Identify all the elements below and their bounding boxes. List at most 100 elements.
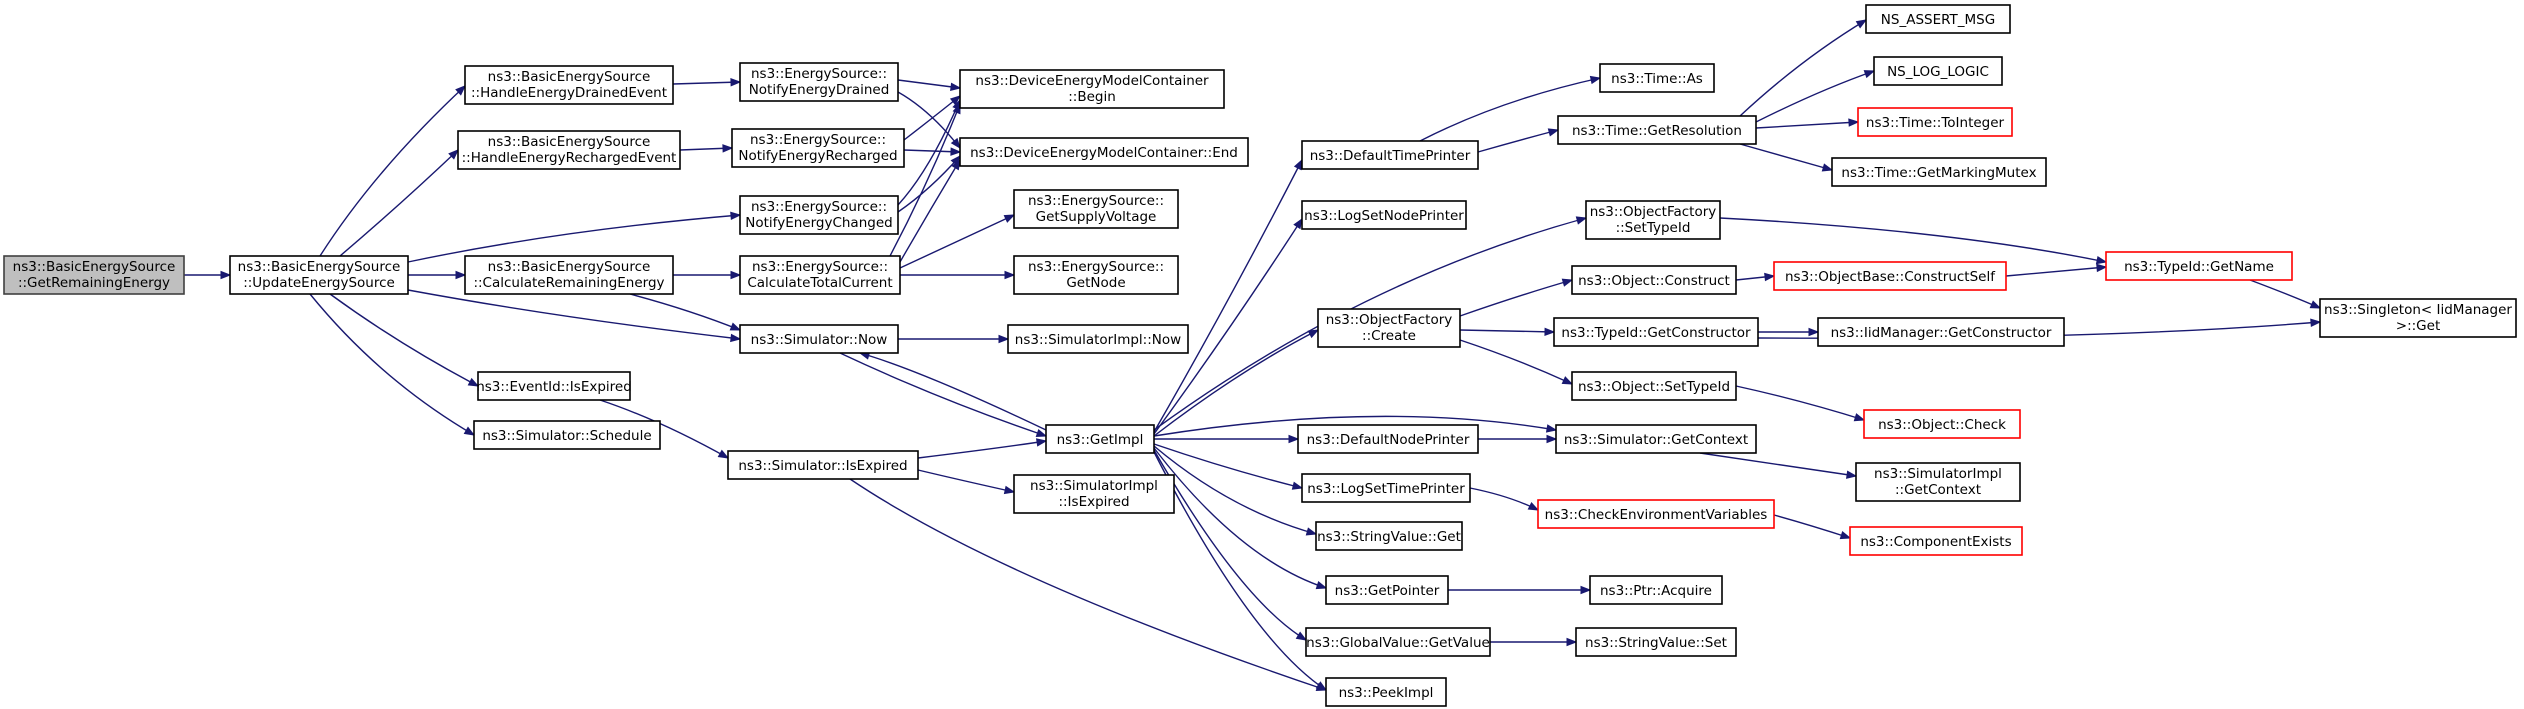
node-ochk[interactable]: ns3::Object::Check	[1863, 409, 2021, 439]
node-gnode[interactable]: ns3::EnergySource::GetNode	[1013, 255, 1179, 295]
node-obcs[interactable]: ns3::ObjectBase::ConstructSelf	[1773, 261, 2007, 291]
node-svget[interactable]: ns3::StringValue::Get	[1315, 521, 1463, 551]
node-lstp[interactable]: ns3::LogSetTimePrinter	[1301, 473, 1471, 503]
edge-getimpl-to-peek	[1153, 451, 1327, 691]
node-pacq[interactable]: ns3::Ptr::Acquire	[1589, 575, 1723, 605]
node-sinow[interactable]: ns3::SimulatorImpl::Now	[1007, 324, 1189, 354]
node-box	[739, 62, 899, 102]
node-svset[interactable]: ns3::StringValue::Set	[1575, 627, 1737, 657]
node-box	[1599, 63, 1715, 93]
edge-sie-to-siie	[917, 469, 1015, 493]
node-label: ns3::TypeId::GetName	[2124, 259, 2274, 275]
node-label: NS_LOG_LOGIC	[1887, 64, 1989, 80]
node-box	[1863, 409, 2021, 439]
node-ctc[interactable]: ns3::EnergySource::CalculateTotalCurrent	[739, 255, 901, 295]
node-label: ns3::EnergySource::	[1028, 259, 1164, 275]
edge-getimpl-to-sgc	[1153, 415, 1557, 437]
node-box	[1571, 265, 1737, 295]
arrowhead	[1863, 70, 1876, 79]
arrowhead	[1561, 278, 1574, 287]
node-nec[interactable]: ns3::EnergySource::NotifyEnergyChanged	[739, 195, 899, 235]
node-ofst[interactable]: ns3::ObjectFactory::SetTypeId	[1585, 200, 1721, 240]
node-label: NS_ASSERT_MSG	[1881, 12, 1995, 28]
edge-nec-to-dend	[897, 155, 961, 213]
node-label: ns3::DeviceEnergyModelContainer	[975, 73, 1209, 89]
node-label: ::GetRemainingEnergy	[18, 275, 170, 291]
node-dtp[interactable]: ns3::DefaultTimePrinter	[1301, 140, 1479, 170]
node-ssch[interactable]: ns3::Simulator::Schedule	[473, 420, 661, 450]
node-tgc[interactable]: ns3::TypeId::GetConstructor	[1553, 317, 1759, 347]
node-sigc[interactable]: ns3::SimulatorImpl::GetContext	[1855, 462, 2021, 502]
arrowhead	[1546, 434, 1558, 444]
edge-nec-to-dbeg	[897, 99, 961, 206]
node-ost[interactable]: ns3::Object::SetTypeId	[1571, 371, 1737, 401]
node-label: ns3::BasicEnergySource	[488, 69, 651, 85]
node-gptr[interactable]: ns3::GetPointer	[1325, 575, 1449, 605]
arrowhead	[730, 270, 742, 280]
arrowhead	[1580, 585, 1592, 595]
node-eie[interactable]: ns3::EventId::IsExpired	[476, 371, 632, 401]
node-ues[interactable]: ns3::BasicEnergySource::UpdateEnergySour…	[229, 255, 409, 295]
node-getimpl[interactable]: ns3::GetImpl	[1045, 424, 1155, 454]
node-box	[1831, 157, 2047, 187]
node-gsv[interactable]: ns3::EnergySource::GetSupplyVoltage	[1013, 189, 1179, 229]
arrowhead	[1003, 214, 1016, 223]
node-her[interactable]: ns3::BasicEnergySource::HandleEnergyRech…	[457, 130, 681, 170]
edge-hed-to-ned	[672, 81, 741, 85]
node-box	[229, 255, 409, 295]
node-hed[interactable]: ns3::BasicEnergySource::HandleEnergyDrai…	[464, 65, 674, 105]
node-box	[1007, 324, 1189, 354]
node-sing[interactable]: ns3::Singleton< IidManager >::Get	[2319, 298, 2517, 338]
node-box	[731, 128, 905, 168]
node-label: >::Get	[2396, 318, 2440, 334]
node-box	[739, 255, 901, 295]
node-box	[1297, 424, 1479, 454]
node-siie[interactable]: ns3::SimulatorImpl::IsExpired	[1013, 474, 1175, 514]
arrowhead	[730, 78, 742, 87]
node-tgn[interactable]: ns3::TypeId::GetName	[2105, 251, 2293, 281]
edge-ost-to-ochk	[1735, 385, 1865, 421]
node-cev[interactable]: ns3::CheckEnvironmentVariables	[1537, 499, 1775, 529]
node-gvgv[interactable]: ns3::GlobalValue::GetValue	[1305, 627, 1491, 657]
node-ofc[interactable]: ns3::ObjectFactory::Create	[1317, 308, 1461, 348]
node-dnp[interactable]: ns3::DefaultNodePrinter	[1297, 424, 1479, 454]
arrowhead	[730, 211, 742, 221]
node-box	[1013, 189, 1179, 229]
edge-ues-to-snow	[407, 289, 741, 340]
arrowhead	[949, 95, 962, 106]
node-ner[interactable]: ns3::EnergySource::NotifyEnergyRecharged	[731, 128, 905, 168]
edge-tgr-to-tti	[1755, 121, 1859, 129]
node-box	[464, 255, 674, 295]
node-label: ns3::Singleton< IidManager	[2324, 302, 2512, 318]
node-dbeg[interactable]: ns3::DeviceEnergyModelContainer::Begin	[959, 69, 1225, 109]
node-tas[interactable]: ns3::Time::As	[1599, 63, 1715, 93]
node-nam[interactable]: NS_ASSERT_MSG	[1865, 4, 2011, 34]
node-tgmm[interactable]: ns3::Time::GetMarkingMutex	[1831, 157, 2047, 187]
node-root[interactable]: ns3::BasicEnergySource::GetRemainingEner…	[3, 255, 185, 295]
node-label: ns3::TypeId::GetConstructor	[1561, 325, 1751, 341]
node-cre[interactable]: ns3::BasicEnergySource::CalculateRemaini…	[464, 255, 674, 295]
node-snow[interactable]: ns3::Simulator::Now	[739, 324, 899, 354]
node-ocon[interactable]: ns3::Object::Construct	[1571, 265, 1737, 295]
node-box	[1013, 474, 1175, 514]
node-sgc[interactable]: ns3::Simulator::GetContext	[1555, 424, 1757, 454]
node-label: ::HandleEnergyRechargedEvent	[462, 150, 677, 166]
node-dend[interactable]: ns3::DeviceEnergyModelContainer::End	[959, 137, 1249, 167]
node-imgc[interactable]: ns3::IidManager::GetConstructor	[1817, 317, 2065, 347]
node-box	[1773, 261, 2007, 291]
node-lsnp[interactable]: ns3::LogSetNodePrinter	[1301, 200, 1467, 230]
node-box	[1301, 200, 1467, 230]
node-box	[1589, 575, 1723, 605]
node-tti[interactable]: ns3::Time::ToInteger	[1857, 107, 2013, 137]
arrowhead	[2096, 263, 2108, 273]
node-cex[interactable]: ns3::ComponentExists	[1849, 526, 2023, 556]
node-ned[interactable]: ns3::EnergySource::NotifyEnergyDrained	[739, 62, 899, 102]
node-tgr[interactable]: ns3::Time::GetResolution	[1557, 115, 1757, 145]
node-sie[interactable]: ns3::Simulator::IsExpired	[727, 450, 919, 480]
node-nll[interactable]: NS_LOG_LOGIC	[1873, 56, 2003, 86]
node-label: ns3::GlobalValue::GetValue	[1306, 635, 1490, 651]
node-box	[2319, 298, 2517, 338]
node-peek[interactable]: ns3::PeekImpl	[1325, 677, 1447, 707]
node-label: ns3::SimulatorImpl	[1874, 466, 2002, 482]
node-label: ns3::Simulator::GetContext	[1564, 432, 1748, 448]
